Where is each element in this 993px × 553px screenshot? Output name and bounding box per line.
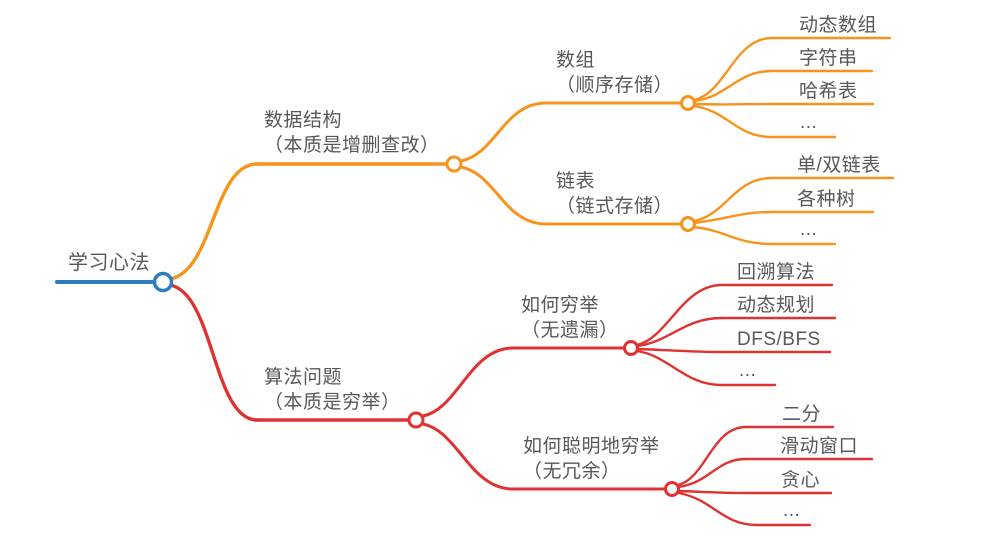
- curve-exhaustive-to-dfs-bfs: [635, 347, 724, 354]
- node-subtitle: （无冗余）: [523, 461, 621, 482]
- leaf-linked-list-more[interactable]: ...: [800, 219, 818, 240]
- node-title: 如何穷举: [521, 295, 600, 316]
- linked-list-collapse-handle[interactable]: [680, 216, 696, 232]
- node-title: 数组: [556, 50, 596, 71]
- node-root[interactable]: 学习心法: [68, 251, 150, 276]
- node-subtitle: （链式存储）: [556, 196, 674, 217]
- curve-array-to-more: [692, 104, 774, 139]
- curve-exhaustive-to-more: [635, 349, 724, 387]
- node-algorithms[interactable]: 算法问题 （本质是穷举）: [264, 365, 401, 415]
- node-title: 链表: [556, 171, 596, 192]
- node-subtitle: （本质是穷举）: [264, 392, 401, 413]
- node-exhaustive[interactable]: 如何穷举 （无遗漏）: [521, 293, 619, 343]
- leaf-backtracking[interactable]: 回溯算法: [737, 262, 816, 283]
- node-title: 算法问题: [264, 367, 343, 388]
- curve-smart-to-more: [677, 491, 759, 527]
- node-subtitle: （本质是增删查改）: [264, 135, 440, 156]
- leaf-array-more[interactable]: ...: [800, 112, 818, 133]
- curve-smart-to-sliding-window: [676, 457, 748, 489]
- leaf-smart-more[interactable]: ...: [783, 500, 801, 521]
- smart-collapse-handle[interactable]: [664, 481, 680, 497]
- curve-linked-list-to-single-double: [692, 176, 774, 223]
- leaf-dynamic-array[interactable]: 动态数组: [799, 15, 878, 36]
- node-subtitle: （无遗漏）: [521, 320, 619, 341]
- node-array[interactable]: 数组 （顺序存储）: [556, 48, 673, 98]
- curve-linked-list-to-trees: [692, 210, 774, 225]
- curve-data-structures-to-array: [459, 101, 548, 163]
- leaf-dfs-bfs[interactable]: DFS/BFS: [737, 329, 821, 350]
- node-linked-list[interactable]: 链表 （链式存储）: [556, 169, 673, 219]
- curve-algorithms-to-smart: [421, 422, 515, 491]
- node-title: 数据结构: [264, 110, 343, 131]
- root-collapse-handle[interactable]: [152, 271, 174, 293]
- curve-root-to-algorithms: [168, 283, 259, 422]
- curve-data-structures-to-linked-list: [459, 165, 548, 226]
- node-data-structures[interactable]: 数据结构 （本质是增删查改）: [264, 108, 440, 158]
- curve-array-to-string: [692, 69, 774, 103]
- leaf-dp[interactable]: 动态规划: [737, 295, 816, 316]
- node-smart-exhaustive[interactable]: 如何聪明地穷举 （无冗余）: [523, 434, 660, 484]
- curve-array-to-dynamic-array: [692, 36, 774, 102]
- leaf-exhaustive-more[interactable]: ...: [739, 360, 757, 381]
- algorithms-collapse-handle[interactable]: [407, 411, 425, 429]
- curve-algorithms-to-exhaustive: [421, 346, 515, 418]
- node-subtitle: （顺序存储）: [556, 75, 674, 96]
- leaf-hash-table[interactable]: 哈希表: [799, 81, 858, 102]
- exhaustive-collapse-handle[interactable]: [623, 340, 639, 356]
- curve-exhaustive-to-dp: [635, 316, 724, 348]
- node-title: 如何聪明地穷举: [523, 436, 660, 457]
- leaf-sliding-window[interactable]: 滑动窗口: [780, 436, 859, 457]
- leaf-single-double-list[interactable]: 单/双链表: [797, 155, 881, 176]
- leaf-greedy[interactable]: 贪心: [781, 470, 821, 491]
- array-collapse-handle[interactable]: [680, 95, 696, 111]
- leaf-trees[interactable]: 各种树: [797, 189, 856, 210]
- leaf-string[interactable]: 字符串: [799, 48, 858, 69]
- data-structures-collapse-handle[interactable]: [445, 155, 463, 173]
- curve-linked-list-to-more: [692, 225, 774, 246]
- curve-smart-to-binary-search: [676, 425, 748, 487]
- node-root-label: 学习心法: [68, 252, 150, 274]
- curve-exhaustive-to-backtracking: [635, 283, 724, 347]
- curve-smart-to-greedy: [676, 489, 748, 495]
- leaf-binary-search[interactable]: 二分: [782, 404, 822, 425]
- curve-root-to-data-structures: [168, 162, 259, 281]
